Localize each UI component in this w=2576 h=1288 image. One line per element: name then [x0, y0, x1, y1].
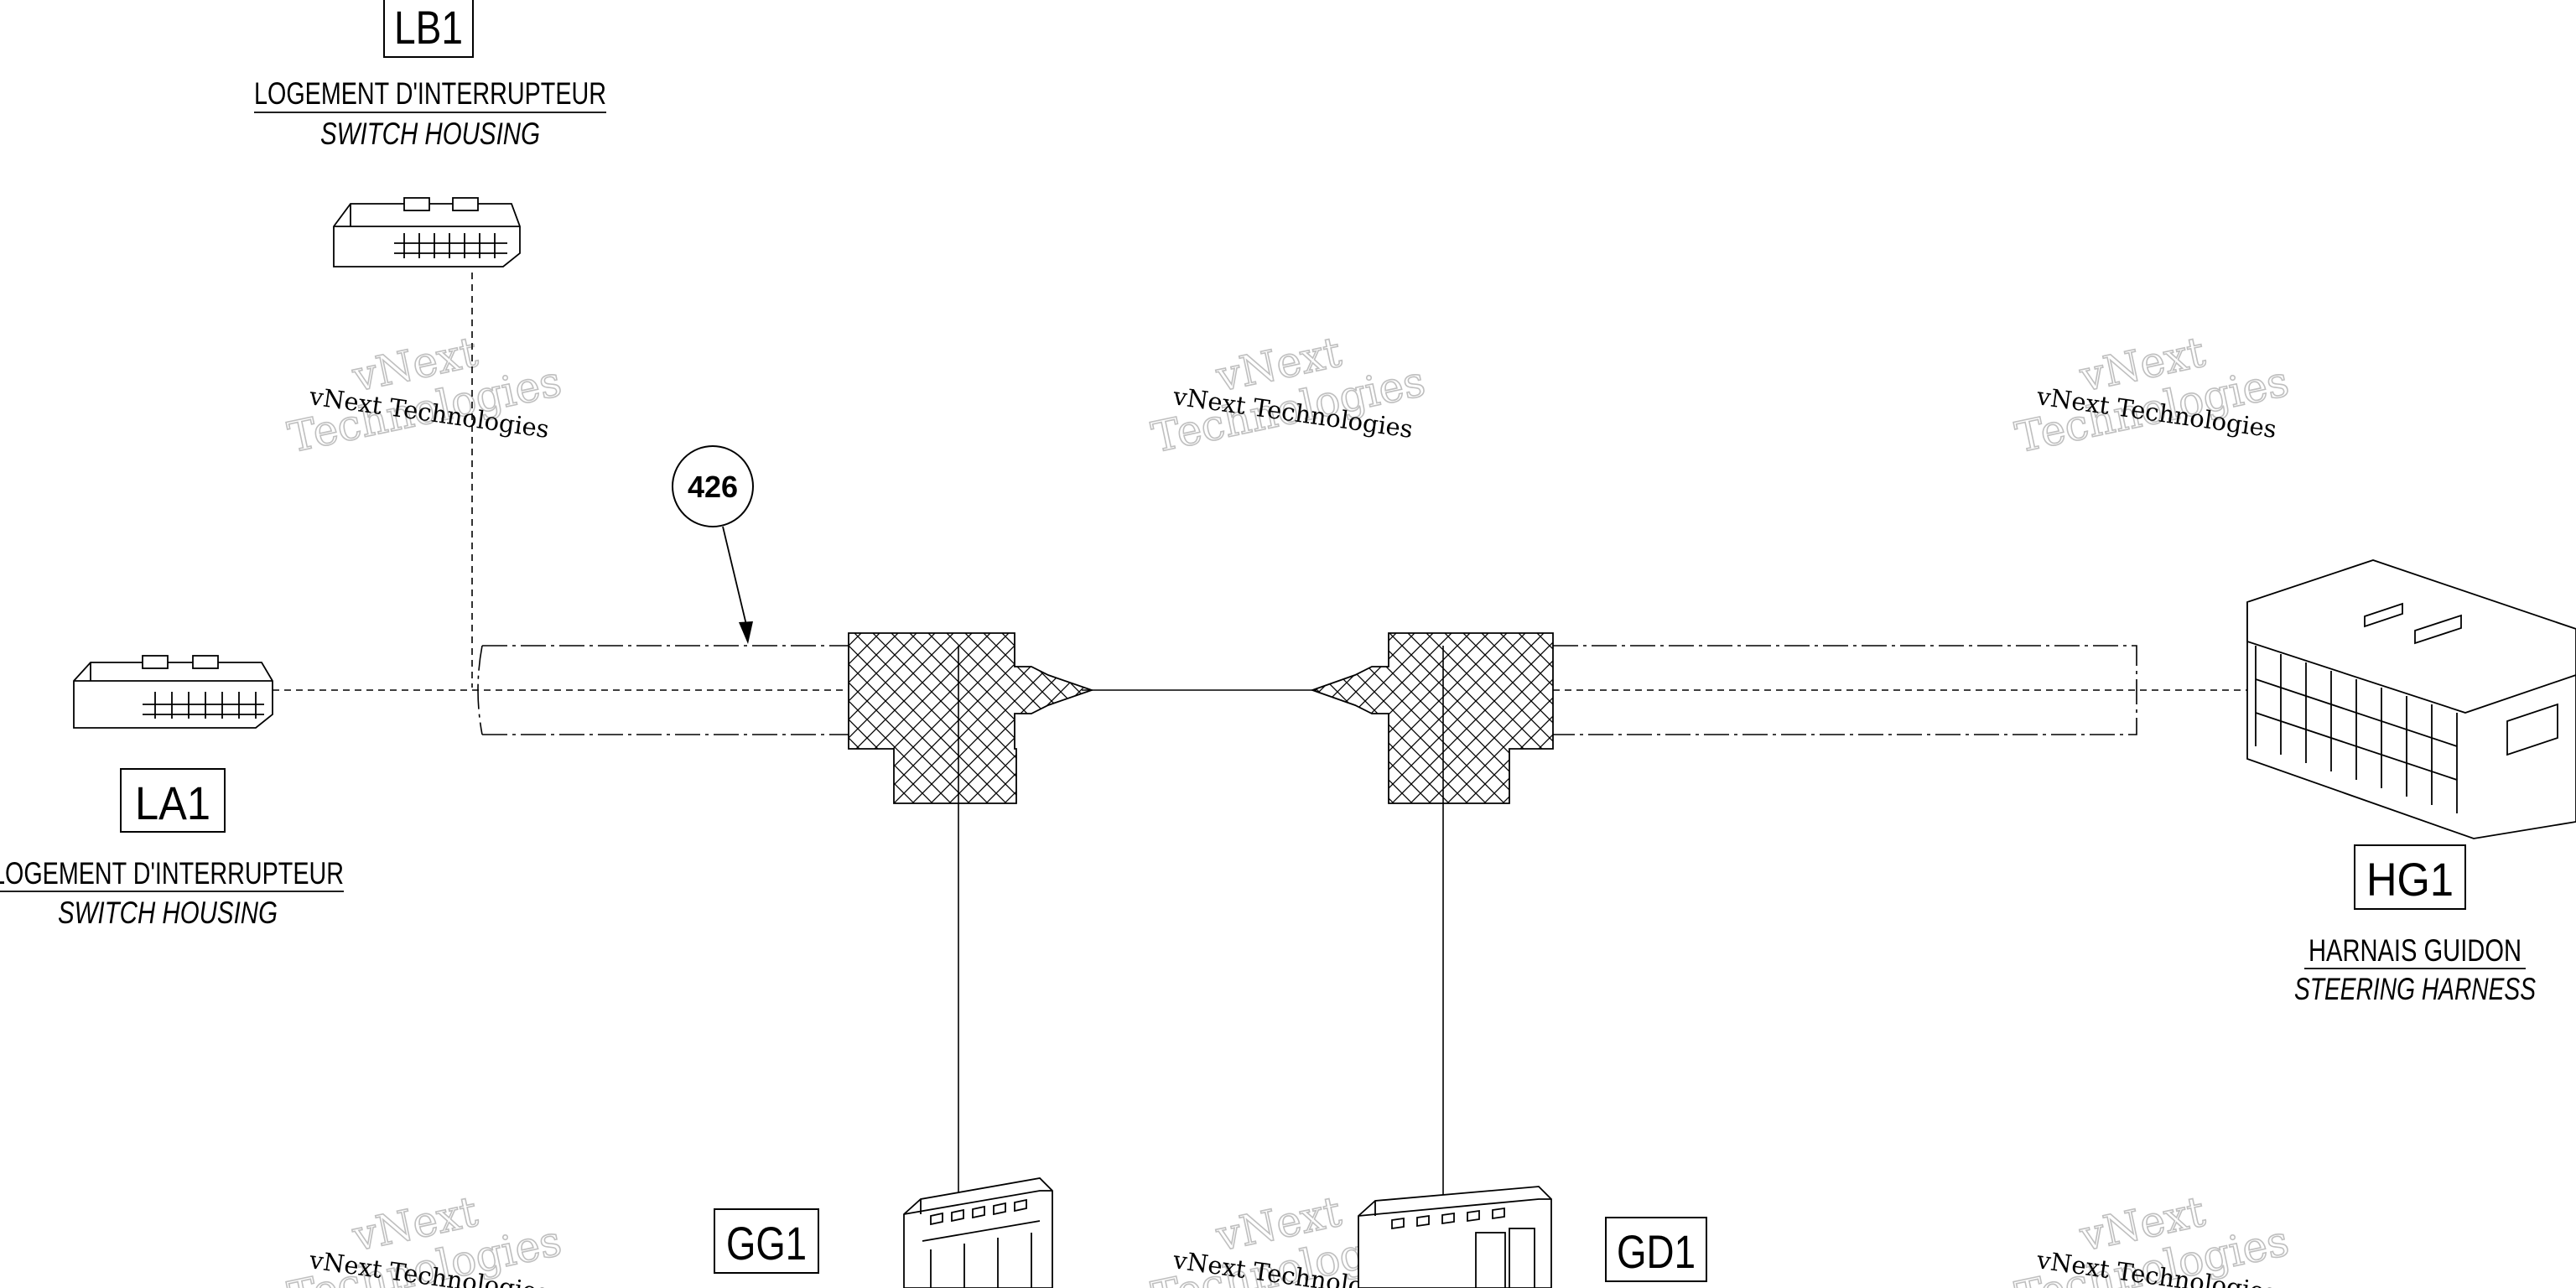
connector-lb1: LB1 LOGEMENT D'INTERRUPTEUR SWITCH HOUSI… [254, 0, 606, 267]
hg1-code: HG1 [2366, 853, 2454, 906]
connector-gg1: GG1 [714, 1177, 1053, 1288]
lb1-code-box [383, 0, 474, 58]
hg1-code-box [2354, 844, 2466, 910]
la1-code: LA1 [135, 776, 210, 829]
gg1-code: GG1 [726, 1217, 807, 1270]
junction-left [848, 632, 1094, 804]
junction-right [1310, 632, 1554, 804]
la1-code-box [120, 768, 226, 833]
lb1-label-en: SWITCH HOUSING [320, 117, 540, 151]
steering-harness-connector-icon [2246, 559, 2576, 839]
lb1-code: LB1 [394, 1, 463, 54]
connector-la1: LA1 LOGEMENT D'INTERRUPTEUR SWITCH HOUSI… [0, 655, 344, 930]
la1-label-fr: LOGEMENT D'INTERRUPTEUR [0, 856, 344, 891]
watermark: vNext Technologies [2011, 327, 2293, 463]
callout-426: 426 [672, 445, 754, 644]
callout-arrowhead [739, 621, 753, 644]
la1-label-en: SWITCH HOUSING [58, 896, 278, 930]
gg1-connector-icon [903, 1177, 1053, 1288]
gd1-code-box [1605, 1217, 1707, 1282]
watermark-captions: vNext Technologies vNext Technologies vN… [307, 382, 2278, 1288]
gd1-code: GD1 [1617, 1225, 1696, 1278]
callout-number: 426 [688, 470, 738, 504]
sleeve-right [1553, 645, 2137, 735]
hg1-label-en: STEERING HARNESS [2294, 972, 2536, 1006]
connector-gd1: GD1 [1358, 1186, 1707, 1288]
connector-hg1: HG1 HARNAIS GUIDON STEERING HARNESS [2246, 559, 2576, 1006]
hg1-label-fr: HARNAIS GUIDON [2309, 933, 2521, 968]
gg1-code-box [714, 1208, 819, 1274]
watermarks: vNext Technologies vNext Technologies vN… [283, 327, 2293, 1288]
switch-housing-icon [333, 197, 521, 267]
switch-housing-icon [73, 655, 273, 729]
sleeve-left [477, 645, 849, 735]
gd1-connector-icon [1358, 1186, 1552, 1288]
lb1-label-fr: LOGEMENT D'INTERRUPTEUR [254, 76, 606, 111]
